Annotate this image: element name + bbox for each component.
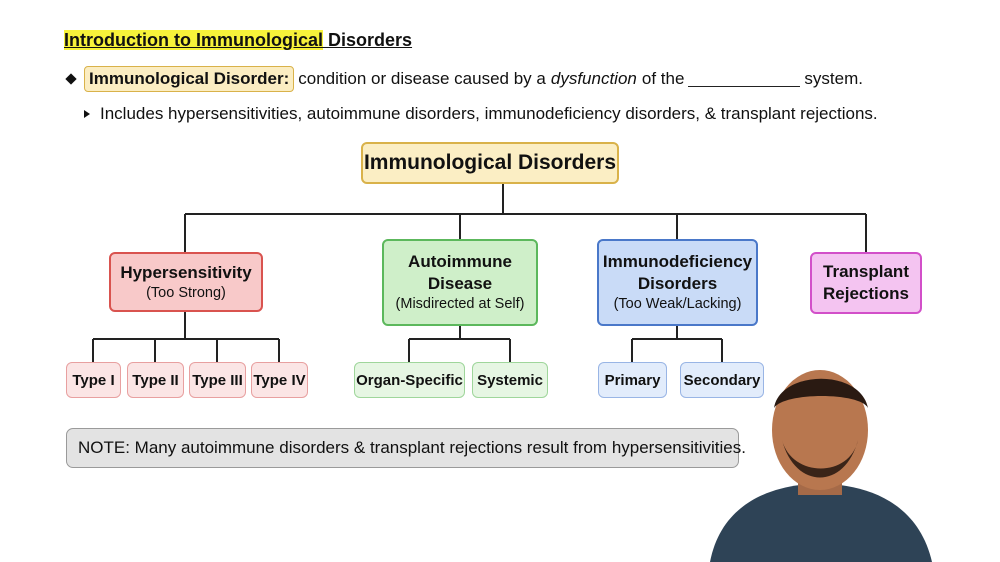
autoimmune-title-line1: Autoimmune xyxy=(408,251,512,273)
transplant-node: Transplant Rejections xyxy=(810,252,922,314)
autoimmune-title-line2: Disease xyxy=(428,273,492,295)
root-node: Immunological Disorders xyxy=(361,142,619,184)
leaf-systemic: Systemic xyxy=(472,362,548,398)
immunodeficiency-subtitle: (Too Weak/Lacking) xyxy=(614,295,742,314)
leaf-type-iii: Type III xyxy=(189,362,246,398)
leaf-organ-specific: Organ-Specific xyxy=(354,362,465,398)
immunodeficiency-node: Immunodeficiency Disorders (Too Weak/Lac… xyxy=(597,239,758,326)
immunodeficiency-title-line1: Immunodeficiency xyxy=(603,251,752,273)
hypersensitivity-title: Hypersensitivity xyxy=(120,262,251,284)
leaf-primary: Primary xyxy=(598,362,667,398)
leaf-type-ii: Type II xyxy=(127,362,184,398)
immunodeficiency-title-line2: Disorders xyxy=(638,273,717,295)
transplant-title-line1: Transplant xyxy=(823,261,909,283)
note-text: NOTE: Many autoimmune disorders & transp… xyxy=(78,438,746,458)
leaf-type-i: Type I xyxy=(66,362,121,398)
transplant-title-line2: Rejections xyxy=(823,283,909,305)
hypersensitivity-node: Hypersensitivity (Too Strong) xyxy=(109,252,263,312)
presenter-webcam xyxy=(700,360,940,562)
autoimmune-subtitle: (Misdirected at Self) xyxy=(396,295,525,314)
autoimmune-node: Autoimmune Disease (Misdirected at Self) xyxy=(382,239,538,326)
leaf-type-iv: Type IV xyxy=(251,362,308,398)
presenter-figure xyxy=(710,370,932,562)
root-label: Immunological Disorders xyxy=(364,149,616,176)
note-box: NOTE: Many autoimmune disorders & transp… xyxy=(66,428,739,468)
hypersensitivity-subtitle: (Too Strong) xyxy=(146,284,226,303)
